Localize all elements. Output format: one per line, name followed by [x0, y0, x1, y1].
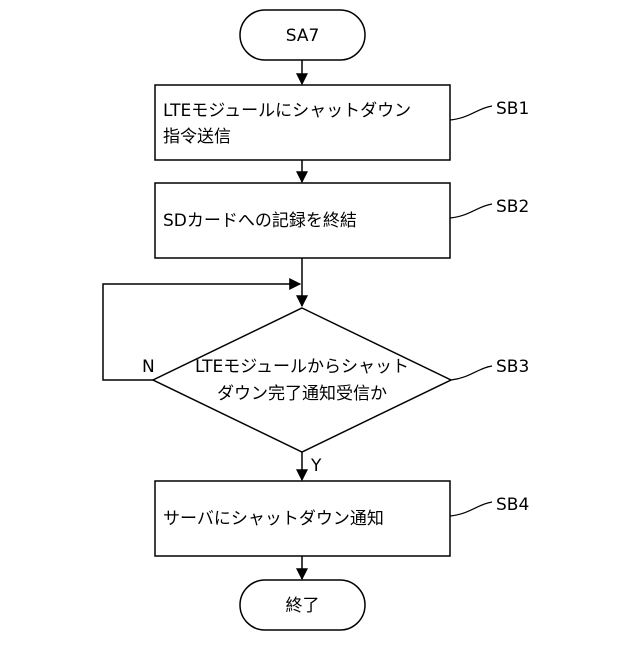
start-terminal: SA7 [240, 10, 365, 60]
sb3-leader-line [451, 366, 492, 380]
sb2-text-line-1: SDカードへの記録を終結 [163, 211, 357, 231]
sb2-ref-label: SB2 [496, 197, 529, 217]
sb1-text-line-2: 指令送信 [163, 127, 231, 147]
process-sb4: サーバにシャットダウン通知 SB4 [155, 481, 529, 556]
sb4-ref-label: SB4 [496, 495, 529, 515]
sb1-leader-line [450, 106, 492, 120]
decision-sb3: LTEモジュールからシャット ダウン完了通知受信か SB3 [153, 308, 529, 452]
process-sb1: LTEモジュールにシャットダウン 指令送信 SB1 [155, 85, 529, 160]
end-terminal: 終了 [240, 580, 365, 630]
sb4-text-line-1: サーバにシャットダウン通知 [163, 509, 384, 529]
start-label: SA7 [286, 26, 320, 46]
process-sb2: SDカードへの記録を終結 SB2 [155, 183, 529, 258]
sb4-leader-line [450, 502, 492, 516]
sb2-leader-line [450, 204, 492, 218]
sb3-ref-label: SB3 [496, 357, 529, 377]
sb3-text-line-1: LTEモジュールからシャット [195, 357, 409, 377]
end-label: 終了 [286, 596, 320, 616]
sb3-text-line-2: ダウン完了通知受信か [217, 384, 387, 404]
branch-yes-label: Y [310, 456, 322, 476]
sb1-ref-label: SB1 [496, 99, 529, 119]
sb1-text-line-1: LTEモジュールにシャットダウン [163, 101, 411, 121]
branch-no-label: N [142, 357, 155, 377]
